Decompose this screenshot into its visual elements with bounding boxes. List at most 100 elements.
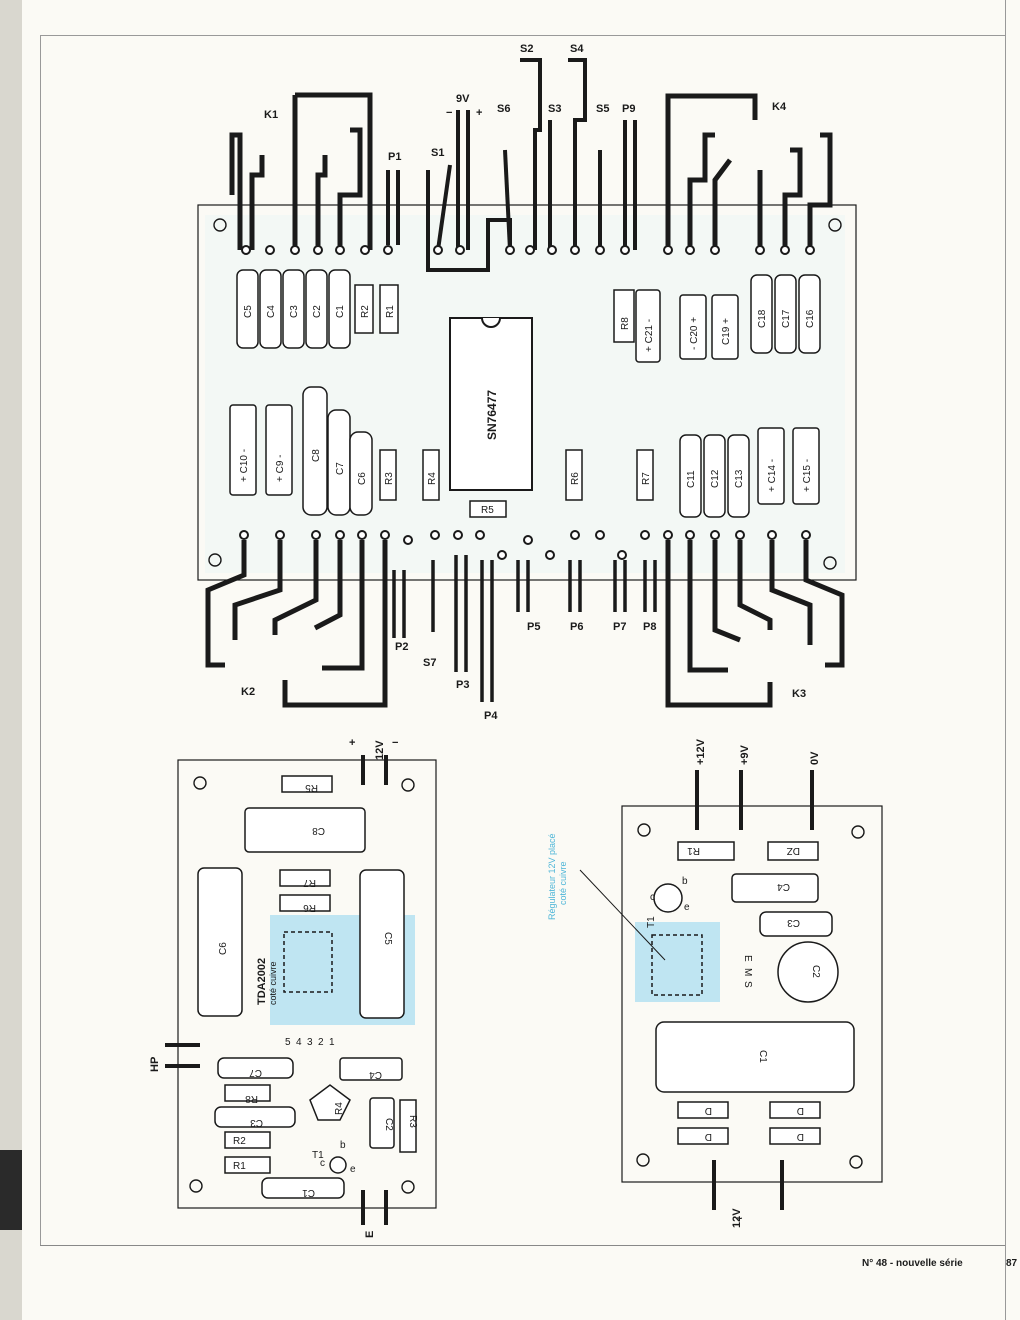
amp-r3: R3 xyxy=(407,1115,418,1128)
component-r2: R2 xyxy=(360,305,371,318)
ic-pin-2: 2 xyxy=(318,1037,324,1048)
amp-input-label: E xyxy=(364,1231,376,1238)
ic-pin-3: 3 xyxy=(307,1037,313,1048)
component-c11: C11 xyxy=(686,470,697,488)
pot-label-p1: P1 xyxy=(388,151,401,163)
psu-c1: C1 xyxy=(757,1050,768,1063)
amp-t1-pin-c: c xyxy=(320,1158,325,1169)
component-c9: + C9 - xyxy=(275,454,286,482)
component-c16: C16 xyxy=(805,309,816,328)
amp-r6: R6 xyxy=(303,902,316,913)
component-r1: R1 xyxy=(385,305,396,318)
page-binding xyxy=(0,0,22,1320)
amp-c5: C5 xyxy=(382,932,393,945)
component-c6: C6 xyxy=(357,472,368,485)
ic-pin-5: 5 xyxy=(285,1037,291,1048)
component-c15: + C15 - xyxy=(802,459,813,492)
footer-page-number: 87 xyxy=(1006,1258,1018,1269)
amp-c1: C1 xyxy=(302,1187,315,1198)
component-r6: R6 xyxy=(570,472,581,485)
psu-d1: D xyxy=(705,1105,712,1116)
amp-c7: C7 xyxy=(249,1067,262,1078)
hp-label: HP xyxy=(149,1057,161,1072)
component-c18: C18 xyxy=(757,309,768,328)
component-c4: C4 xyxy=(266,305,277,318)
supply-voltage-label: 9V xyxy=(456,93,470,105)
amp-t1-pin-b: b xyxy=(340,1140,346,1151)
ic-pin-1: 1 xyxy=(329,1037,335,1048)
amp-r8: R8 xyxy=(245,1093,258,1104)
sn76477-ic xyxy=(449,317,533,491)
component-c1: C1 xyxy=(335,305,346,318)
component-c3: C3 xyxy=(289,305,300,318)
switch-label-k2: K2 xyxy=(241,686,255,698)
amp-t1: T1 xyxy=(312,1150,324,1161)
psu-out-0v: 0V xyxy=(809,751,821,765)
component-r3: R3 xyxy=(384,472,395,485)
component-r7: R7 xyxy=(641,472,652,485)
amp-r7: R7 xyxy=(303,877,316,888)
pot-label-p4: P4 xyxy=(484,710,498,722)
switch-label-s1: S1 xyxy=(431,147,444,159)
regulator-note-line2: coté cuivre xyxy=(558,861,568,905)
psu-board: +12V +9V 0V 12V ~ Régulateur 12V placé c… xyxy=(547,738,883,1228)
component-c7: C7 xyxy=(335,462,346,475)
psu-input-symbol: ~ xyxy=(736,1213,743,1225)
psu-dz: DZ xyxy=(787,845,800,856)
psu-t1-pin-c: c xyxy=(650,892,655,903)
component-c8: C8 xyxy=(311,449,322,462)
amp-r2: R2 xyxy=(233,1136,246,1147)
pot-label-p2: P2 xyxy=(395,641,408,653)
psu-input-label: 12V xyxy=(731,1208,743,1228)
psu-c2: C2 xyxy=(810,965,821,978)
amp-supply-plus: + xyxy=(349,737,355,749)
amp-supply-minus: − xyxy=(392,737,398,749)
component-c12: C12 xyxy=(710,469,721,488)
component-r4: R4 xyxy=(427,472,438,485)
page-frame xyxy=(40,35,1006,1246)
ic-pin-4: 4 xyxy=(296,1037,302,1048)
amp-c8: C8 xyxy=(312,825,325,836)
pot-label-p6: P6 xyxy=(570,621,583,633)
switch-label-s2: S2 xyxy=(520,43,533,55)
main-board: K1 K2 K3 K4 S1 S2 S3 S4 S5 S6 S7 P1 P2 P… xyxy=(197,43,857,722)
supply-minus-label: − xyxy=(446,107,452,119)
pot-label-p5: P5 xyxy=(527,621,540,633)
psu-c4: C4 xyxy=(777,881,790,892)
tda2002-note: coté cuivre xyxy=(268,961,278,1005)
component-r5: R5 xyxy=(481,505,494,516)
switch-label-s3: S3 xyxy=(548,103,561,115)
switch-label-k1: K1 xyxy=(264,109,278,121)
footer-issue: N° 48 - nouvelle série xyxy=(862,1258,963,1269)
pot-label-p7: P7 xyxy=(613,621,626,633)
regulator-note-line1: Régulateur 12V placé xyxy=(547,833,557,920)
amp-r1: R1 xyxy=(233,1161,246,1172)
switch-label-k3: K3 xyxy=(792,688,806,700)
pot-label-p9: P9 xyxy=(622,103,635,115)
psu-d3: D xyxy=(705,1131,712,1142)
psu-d4: D xyxy=(797,1131,804,1142)
psu-r1: R1 xyxy=(687,845,700,856)
pot-label-p3: P3 xyxy=(456,679,469,691)
psu-out-9v: +9V xyxy=(739,744,751,765)
psu-t1-pin-e: e xyxy=(684,902,690,913)
amp-r4: R4 xyxy=(334,1102,345,1115)
page-edge xyxy=(1005,0,1006,1320)
switch-label-k4: K4 xyxy=(772,101,787,113)
switch-label-s4: S4 xyxy=(570,43,584,55)
amp-c4: C4 xyxy=(369,1069,382,1080)
amp-c3: C3 xyxy=(250,1117,263,1128)
component-c20: - C20 + xyxy=(689,317,700,350)
component-c5: C5 xyxy=(243,305,254,318)
psu-c3: C3 xyxy=(787,917,800,928)
psu-t1-pin-b: b xyxy=(682,876,688,887)
reg-pin-e: E xyxy=(742,955,753,962)
psu-d2: D xyxy=(797,1105,804,1116)
switch-label-s6: S6 xyxy=(497,103,510,115)
component-c2: C2 xyxy=(312,305,323,318)
component-r8: R8 xyxy=(620,317,631,330)
reg-pin-s: S xyxy=(742,981,753,988)
psu-out-12v: +12V xyxy=(695,738,707,765)
component-c10: + C10 - xyxy=(239,449,250,482)
